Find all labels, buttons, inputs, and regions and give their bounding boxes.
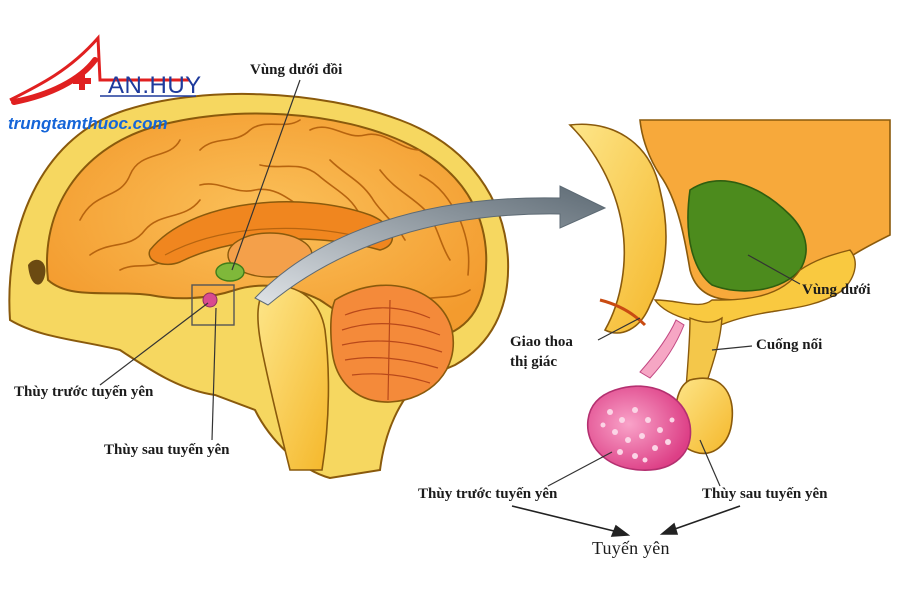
label-anterior-lobe-right: Thùy trước tuyến yên xyxy=(418,486,558,502)
zoom-box xyxy=(191,284,235,326)
gyri xyxy=(79,119,471,301)
anterior-lobe-cells xyxy=(600,407,675,463)
cerebellum-folia xyxy=(341,299,443,401)
label-optic-chiasm-line2: thị giác xyxy=(510,354,558,370)
hypothalamus-left xyxy=(215,262,245,282)
pituitary-stalk xyxy=(685,316,723,389)
label-hypothalamus-left: Vùng dưới đồi xyxy=(250,62,343,78)
leader-lines-right xyxy=(547,254,801,487)
anterior-lobe xyxy=(586,385,692,471)
label-pituitary: Tuyến yên xyxy=(592,538,670,558)
logo-brand-text: AN.HUY xyxy=(108,72,202,99)
label-anterior-lobe-left: Thùy trước tuyến yên xyxy=(14,384,154,400)
pituitary-arrows xyxy=(511,505,741,537)
label-posterior-lobe-left: Thùy sau tuyến yên xyxy=(104,442,230,458)
pituitary-detail xyxy=(511,119,891,537)
brainstem xyxy=(257,284,330,471)
label-optic-chiasm-line1: Giao thoa xyxy=(510,334,573,350)
leader-lines-left xyxy=(99,79,301,441)
label-hypothalamus-right: Vùng dưới xyxy=(802,282,871,298)
brain-section xyxy=(8,79,510,480)
logo-site-text[interactable]: trungtamthuoc.com xyxy=(8,114,168,133)
optic-chiasm xyxy=(568,123,667,334)
logo-mark xyxy=(9,34,196,105)
label-posterior-lobe-right: Thùy sau tuyến yên xyxy=(702,486,828,502)
zoom-arrow xyxy=(254,185,607,306)
label-stalk: Cuống nối xyxy=(756,337,823,353)
